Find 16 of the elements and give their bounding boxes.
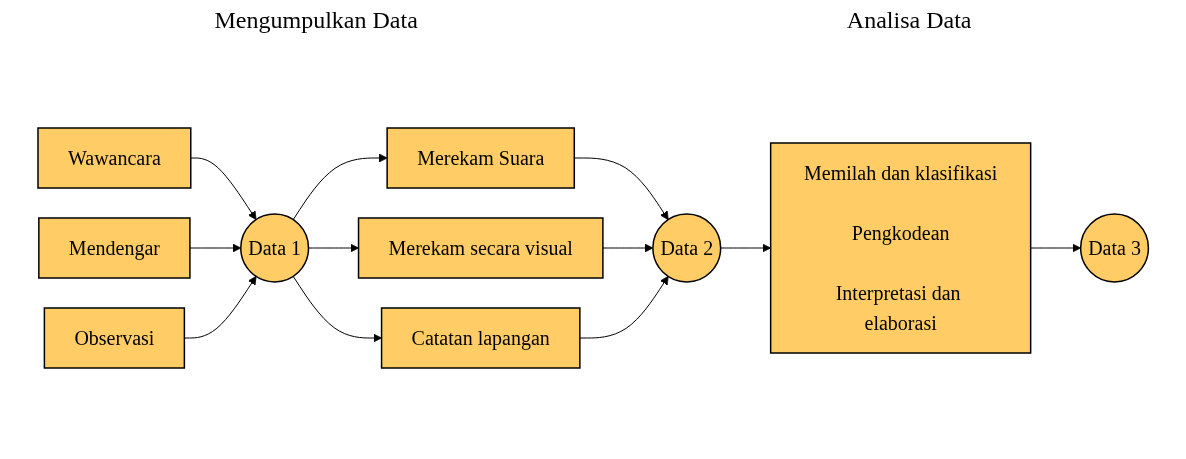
node-circle: Data 3 [1079, 212, 1149, 283]
arrow [190, 157, 257, 220]
node-box: Merekam Suara [386, 126, 575, 189]
arrow [579, 275, 669, 338]
node-box: Memilah dan klasifikasi Pengkodean Interpretasi dan elaborasi [769, 141, 1032, 354]
node-box: Catatan lapangan [380, 306, 581, 369]
node-circle: Data 1 [239, 212, 310, 283]
node-box: Mendengar [37, 216, 191, 279]
arrow [189, 243, 241, 252]
section-heading: Analisa Data [846, 6, 972, 34]
section-heading: Mengumpulkan Data [214, 6, 418, 34]
arrow [292, 275, 382, 342]
node-box: Merekam secara visual [357, 216, 604, 279]
node-circle: Data 2 [651, 212, 722, 283]
node-box: Observasi [43, 306, 185, 369]
node-box: Wawancara [37, 126, 192, 189]
